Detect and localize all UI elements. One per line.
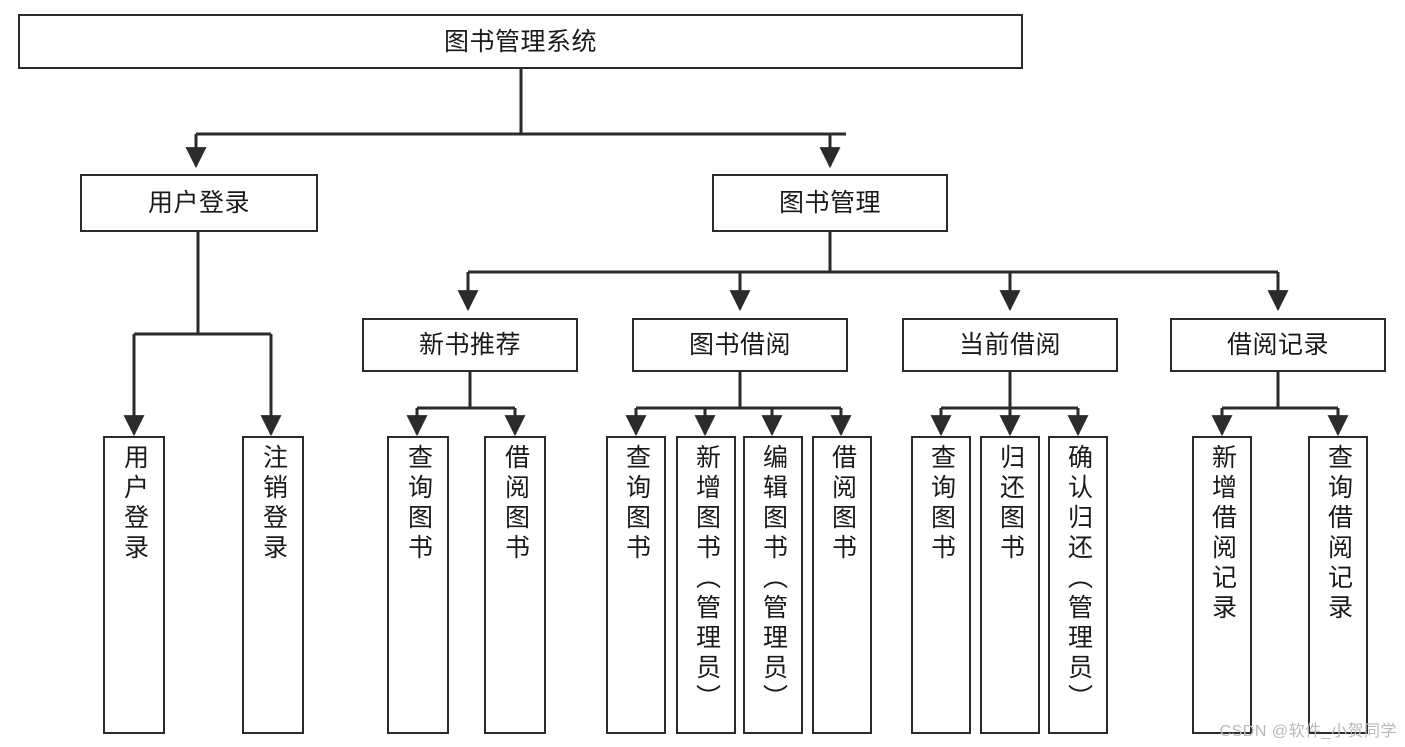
leaf-borrow-book-borrow[interactable]: 借阅图书: [812, 436, 872, 734]
node-label: 查询图书: [927, 444, 956, 564]
node-label: 查询图书: [404, 444, 433, 564]
node-label: 图书管理系统: [443, 27, 597, 56]
leaf-return-book[interactable]: 归还图书: [980, 436, 1040, 734]
leaf-edit-book-admin[interactable]: 编辑图书（管理员）: [743, 436, 803, 734]
node-book-borrow[interactable]: 图书借阅: [632, 318, 848, 372]
leaf-user-logout[interactable]: 注销登录: [242, 436, 304, 734]
node-label: 注销登录: [259, 444, 288, 564]
leaf-confirm-return-admin[interactable]: 确认归还（管理员）: [1048, 436, 1108, 734]
node-label: 新增借阅记录: [1208, 444, 1237, 624]
node-label: 新增图书（管理员）: [692, 444, 721, 714]
leaf-query-borrow-record[interactable]: 查询借阅记录: [1308, 436, 1368, 734]
node-label: 借阅图书: [501, 444, 530, 564]
node-user-login[interactable]: 用户登录: [80, 174, 318, 232]
node-label: 用户登录: [147, 189, 250, 217]
node-label: 用户登录: [120, 444, 149, 564]
node-label: 编辑图书（管理员）: [759, 444, 788, 714]
leaf-add-borrow-record[interactable]: 新增借阅记录: [1192, 436, 1252, 734]
leaf-query-book-borrow[interactable]: 查询图书: [606, 436, 666, 734]
node-label: 查询图书: [622, 444, 651, 564]
node-new-book-recommend[interactable]: 新书推荐: [362, 318, 578, 372]
leaf-borrow-book-recommend[interactable]: 借阅图书: [484, 436, 546, 734]
node-label: 图书借阅: [688, 331, 791, 359]
leaf-add-book-admin[interactable]: 新增图书（管理员）: [676, 436, 736, 734]
node-label: 新书推荐: [418, 331, 521, 359]
leaf-query-book-current[interactable]: 查询图书: [911, 436, 971, 734]
node-label: 查询借阅记录: [1324, 444, 1353, 624]
node-borrow-record[interactable]: 借阅记录: [1170, 318, 1386, 372]
node-label: 借阅图书: [828, 444, 857, 564]
node-label: 归还图书: [996, 444, 1025, 564]
node-label: 当前借阅: [958, 331, 1061, 359]
watermark-text: CSDN @软件_小贺同学: [1219, 723, 1397, 740]
node-root-system[interactable]: 图书管理系统: [18, 14, 1023, 69]
leaf-user-login[interactable]: 用户登录: [103, 436, 165, 734]
node-book-manage[interactable]: 图书管理: [712, 174, 948, 232]
node-label: 图书管理: [778, 189, 881, 217]
node-current-borrow[interactable]: 当前借阅: [902, 318, 1118, 372]
node-label: 确认归还（管理员）: [1064, 444, 1093, 714]
node-label: 借阅记录: [1226, 331, 1329, 359]
leaf-query-book-recommend[interactable]: 查询图书: [387, 436, 449, 734]
